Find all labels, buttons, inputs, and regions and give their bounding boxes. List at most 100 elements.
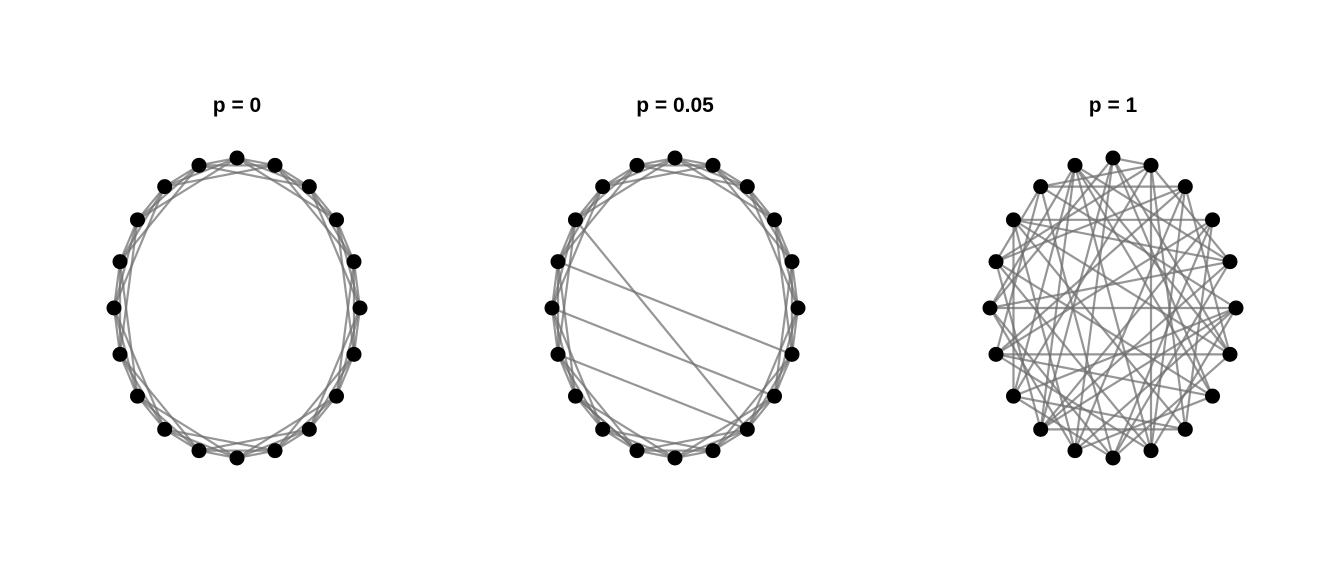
node-15 <box>106 300 122 316</box>
edge-9-14 <box>995 353 1152 452</box>
edge-10-13 <box>136 395 238 459</box>
node-18 <box>157 179 173 195</box>
node-12 <box>595 421 611 437</box>
edge-12-19 <box>1039 165 1077 430</box>
node-9 <box>1143 443 1159 459</box>
edge-17-4 <box>1013 218 1231 263</box>
edge-7-14 <box>995 353 1213 398</box>
edge-6-9 <box>712 353 793 452</box>
panel-p-0-05: p = 0.05 <box>544 94 806 466</box>
node-group <box>106 150 368 466</box>
edge-0-3 <box>236 157 338 221</box>
node-3 <box>767 212 783 228</box>
node-17 <box>129 212 145 228</box>
edge-13-19 <box>1012 165 1077 397</box>
edge-16-6 <box>557 260 793 356</box>
node-14 <box>550 346 566 362</box>
edge-0-11 <box>1073 157 1115 451</box>
edge-group <box>550 156 800 460</box>
edge-8-17 <box>1012 219 1187 431</box>
edge-1-4 <box>274 164 355 263</box>
node-0 <box>1105 150 1121 166</box>
node-7 <box>1205 388 1221 404</box>
edge-14-18 <box>994 186 1042 355</box>
edge-14-2 <box>995 185 1187 356</box>
edge-6-9 <box>274 353 355 452</box>
node-19 <box>629 157 645 173</box>
edge-5-18 <box>1040 185 1237 309</box>
node-5 <box>1228 300 1244 316</box>
panel-title: p = 0.05 <box>636 94 714 117</box>
edge-5-8 <box>308 307 362 430</box>
node-10 <box>229 450 245 466</box>
node-group <box>544 150 806 466</box>
node-13 <box>567 388 583 404</box>
node-13 <box>1005 388 1021 404</box>
edge-10-13 <box>574 395 676 459</box>
edge-1-4 <box>712 164 793 263</box>
node-12 <box>157 421 173 437</box>
node-19 <box>1067 157 1083 173</box>
edge-4-15 <box>989 260 1231 310</box>
node-2 <box>301 179 317 195</box>
node-16 <box>550 254 566 270</box>
node-7 <box>767 388 783 404</box>
edge-3-10 <box>1111 219 1214 459</box>
node-11 <box>629 443 645 459</box>
node-7 <box>329 388 345 404</box>
edge-10-15 <box>989 307 1114 459</box>
node-15 <box>982 300 998 316</box>
node-6 <box>346 346 362 362</box>
edge-3-12 <box>1039 219 1214 431</box>
panel-title: p = 0 <box>213 94 261 117</box>
edge-7-10 <box>674 395 776 459</box>
edge-1-16 <box>995 164 1152 263</box>
edge-17-0 <box>136 157 238 221</box>
node-17 <box>1005 212 1021 228</box>
node-11 <box>191 443 207 459</box>
edge-15-18 <box>550 186 604 309</box>
edge-19-2 <box>636 164 748 188</box>
edge-1-13 <box>1012 164 1152 397</box>
edge-0-6 <box>1112 157 1231 355</box>
edge-0-15 <box>989 157 1114 309</box>
edge-5-8 <box>746 307 800 430</box>
edge-8-11 <box>198 428 310 452</box>
node-group <box>982 150 1244 466</box>
node-12 <box>1033 421 1049 437</box>
edge-0-3 <box>674 157 776 221</box>
edge-3-14 <box>995 218 1214 356</box>
node-5 <box>352 300 368 316</box>
edge-group <box>112 156 362 460</box>
node-18 <box>1033 179 1049 195</box>
node-16 <box>988 254 1004 270</box>
node-2 <box>1177 179 1193 195</box>
edge-8-11 <box>636 428 748 452</box>
node-10 <box>1105 450 1121 466</box>
edge-1-4 <box>1150 164 1231 263</box>
node-4 <box>346 254 362 270</box>
edge-19-2 <box>198 164 310 188</box>
node-1 <box>1143 157 1159 173</box>
edge-9-16 <box>995 260 1152 452</box>
edge-2-9 <box>1149 186 1187 451</box>
node-17 <box>567 212 583 228</box>
node-19 <box>191 157 207 173</box>
edge-15-18 <box>112 186 166 309</box>
node-6 <box>784 346 800 362</box>
node-14 <box>988 346 1004 362</box>
edge-7-10 <box>236 395 338 459</box>
node-11 <box>1067 443 1083 459</box>
edge-18-1 <box>164 164 276 188</box>
edge-12-15 <box>112 307 166 430</box>
edge-4-19 <box>1074 164 1231 263</box>
node-10 <box>667 450 683 466</box>
node-15 <box>544 300 560 316</box>
node-3 <box>329 212 345 228</box>
edge-11-15 <box>989 307 1076 452</box>
edge-11-17 <box>1012 219 1077 451</box>
node-0 <box>229 150 245 166</box>
node-0 <box>667 150 683 166</box>
panel-p-0: p = 0 <box>106 94 368 466</box>
